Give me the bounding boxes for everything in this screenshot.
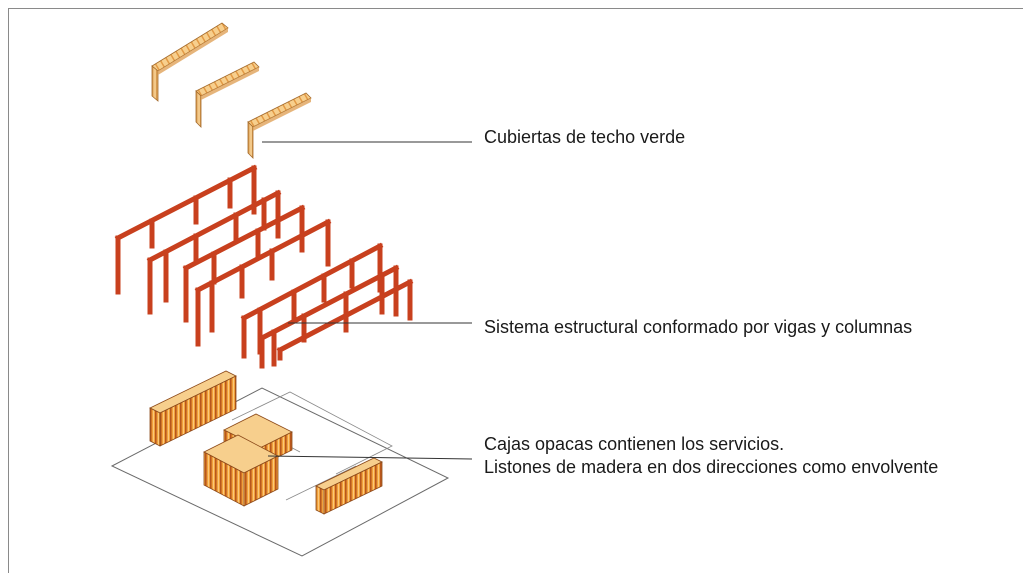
diagram-frame (8, 8, 1023, 573)
structural-frames-group (114, 164, 414, 369)
structural-frame-3 (182, 204, 306, 323)
leader-lines-group (262, 141, 473, 460)
roof-decks-group (151, 22, 312, 159)
roof-deck-1 (151, 22, 229, 102)
label-service-boxes-line1: Cajas opacas contienen los servicios. (484, 434, 785, 454)
structural-frame-4 (194, 218, 332, 347)
service-box-a (149, 370, 237, 447)
structural-frame-7 (276, 278, 414, 361)
label-service-boxes-line2: Listones de madera en dos direcciones co… (484, 457, 939, 477)
leader-line-boxes (267, 455, 473, 460)
structural-frame-2 (146, 189, 282, 315)
ground-level-group (110, 370, 450, 557)
label-structural-system: Sistema estructural conformado por vigas… (484, 317, 913, 337)
service-box-c (203, 434, 279, 507)
service-box-d (315, 457, 383, 515)
courtyard-outline (231, 391, 393, 475)
label-roof-decks: Cubiertas de techo verde (484, 127, 686, 147)
roof-deck-3 (247, 92, 312, 159)
roof-deck-2 (195, 61, 260, 128)
